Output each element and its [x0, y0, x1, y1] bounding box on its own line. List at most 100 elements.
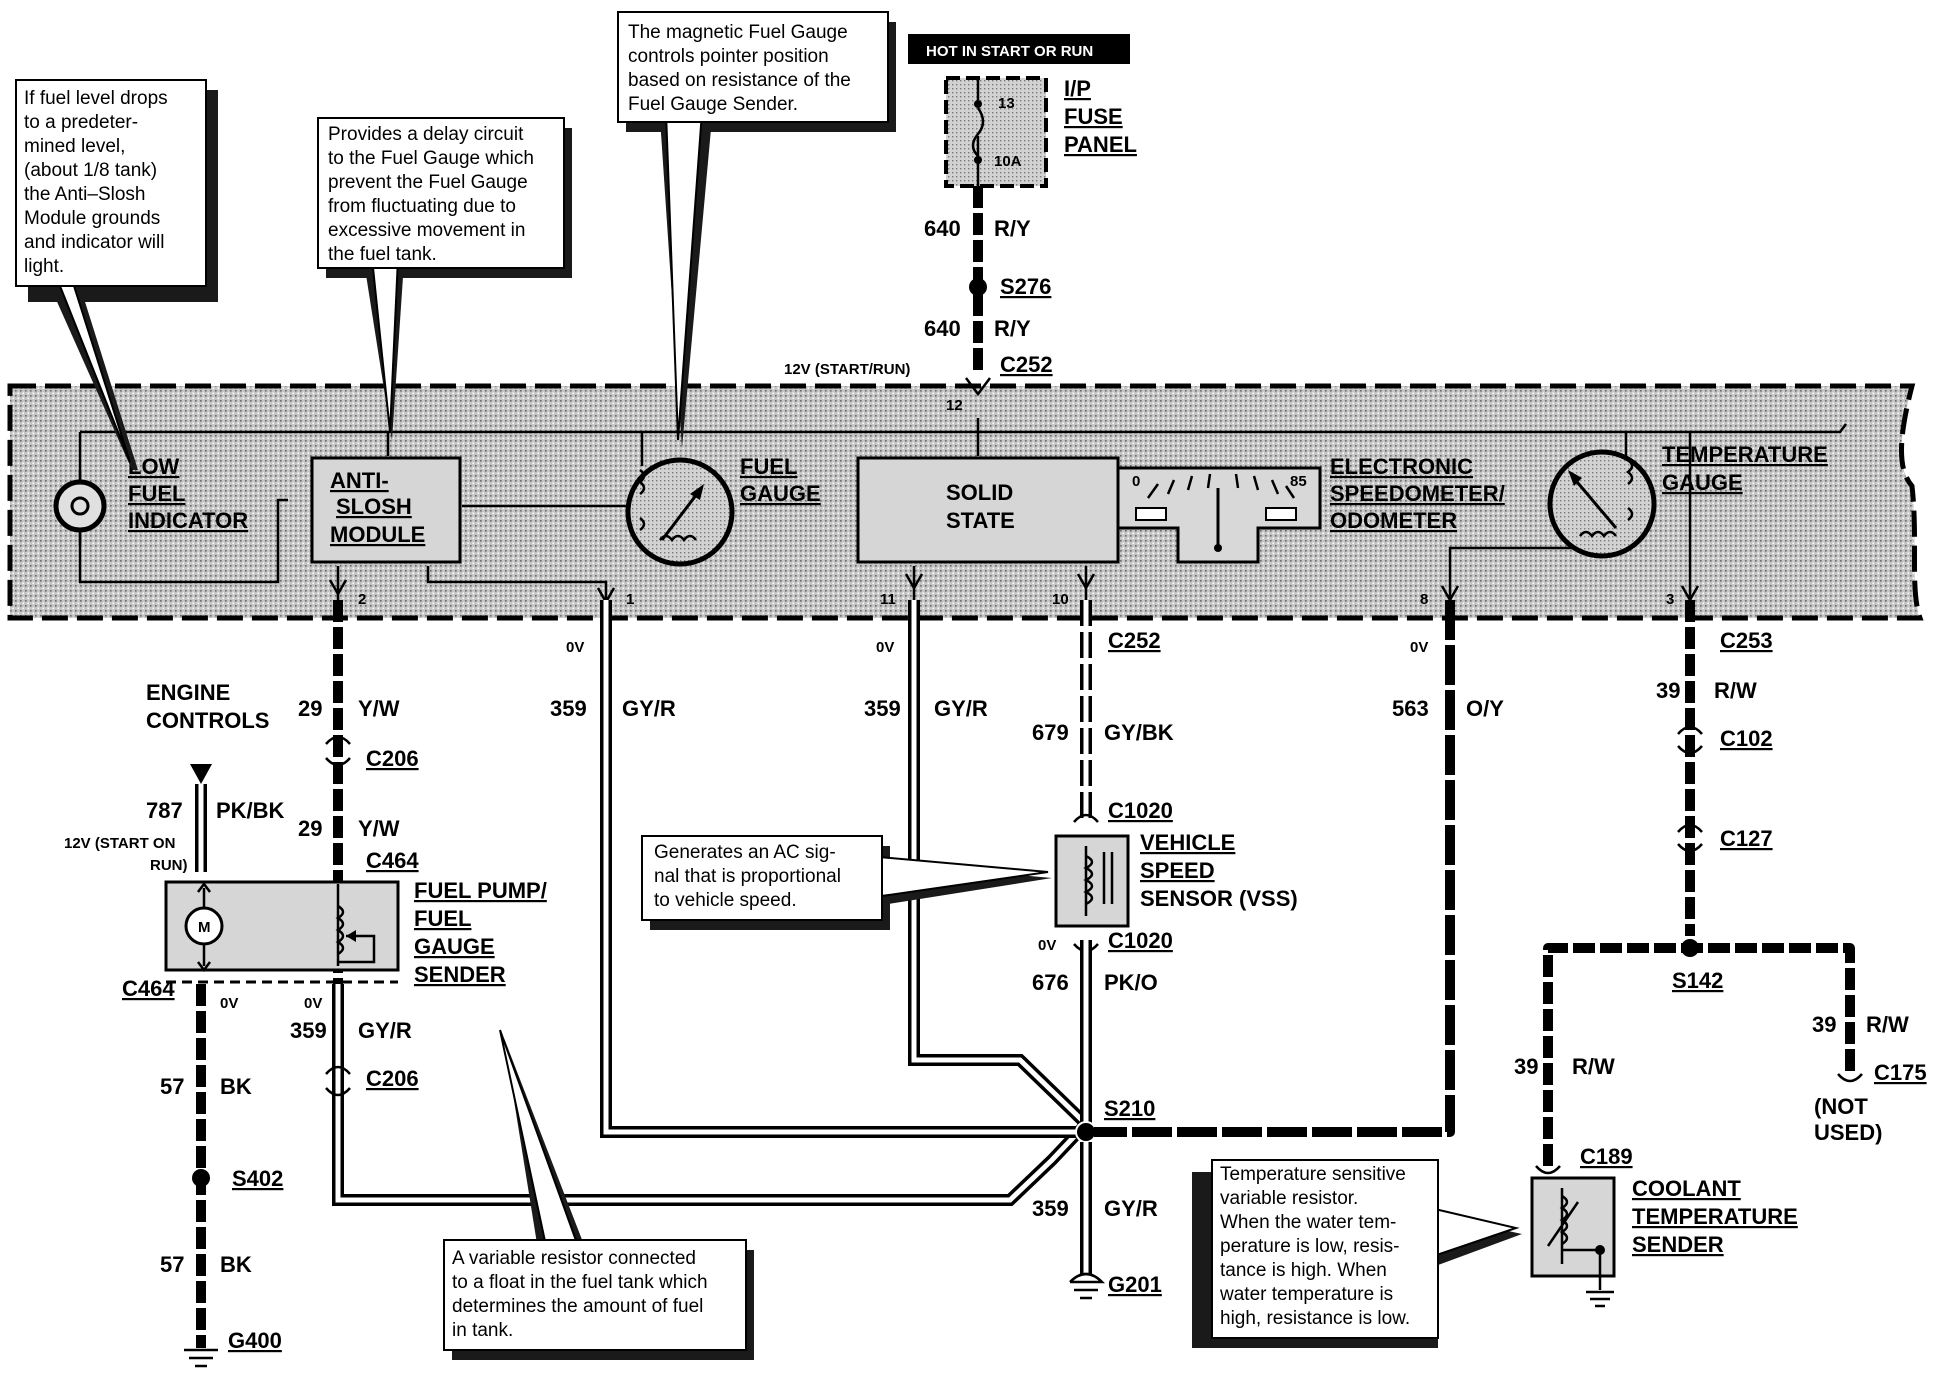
splice-s142-label: S142 — [1672, 968, 1723, 993]
c1020-upper-connector — [1073, 813, 1099, 823]
wire-39-color-main: R/W — [1714, 678, 1757, 703]
wire-57-num-1: 57 — [160, 1074, 184, 1099]
wire-563 — [1094, 600, 1455, 1137]
wire-39-num-c175: 39 — [1812, 1012, 1836, 1037]
pin-3-label: 3 — [1666, 591, 1674, 608]
wire-39-num-sender: 39 — [1514, 1054, 1538, 1079]
note-sender — [443, 1029, 754, 1360]
fuse-terminal-top — [974, 100, 982, 108]
note-low-fuel-line-4: (about 1/8 tank) — [24, 160, 157, 181]
wire-359-pin11-core — [911, 600, 1088, 1126]
engine-controls-arrow — [190, 764, 212, 784]
c206-lower-label: C206 — [366, 1066, 419, 1091]
c206-upper-connector — [325, 735, 351, 767]
c127-label: C127 — [1720, 826, 1773, 851]
engine-controls-label-1: ENGINE — [146, 680, 230, 705]
fuse-terminal-bottom — [974, 156, 982, 164]
fuel-pump-label-3: GAUGE — [414, 934, 495, 959]
note-vss-line-2: nal that is proportional — [654, 866, 841, 887]
note-low-fuel — [15, 79, 218, 470]
wire-359-color-ground: GY/R — [1104, 1196, 1158, 1221]
vss-label-2: SPEED — [1140, 858, 1215, 883]
fuel-pump-label-2: FUEL — [414, 906, 471, 931]
wire-640-color-bottom: R/Y — [994, 316, 1031, 341]
voltage-12v-start-run: 12V (START/RUN) — [784, 361, 910, 378]
solid-state-label-1: SOLID — [946, 480, 1013, 505]
c464-lower-label: C464 — [122, 976, 175, 1001]
note-coolant-line-4: perature is low, resis- — [1220, 1236, 1400, 1257]
note-vss — [641, 835, 1052, 930]
wire-787-num: 787 — [146, 798, 183, 823]
c189-label: C189 — [1580, 1144, 1633, 1169]
splice-s210-label: S210 — [1104, 1096, 1155, 1121]
fuse-element — [971, 107, 985, 157]
vss-label-1: VEHICLE — [1140, 830, 1235, 855]
note-sender-line-2: to a float in the fuel tank which — [452, 1272, 708, 1293]
fuel-gauge-dial — [625, 457, 735, 567]
wire-57-color-2: BK — [220, 1252, 252, 1277]
coolant-sender-node — [1595, 1245, 1605, 1255]
c206-lower-connector — [325, 1065, 351, 1097]
c464-upper-label: C464 — [366, 848, 419, 873]
pin-8-label: 8 — [1420, 591, 1428, 608]
note-fuel-gauge-line-2: controls pointer position — [628, 46, 829, 67]
anti-slosh-label-1: ANTI- — [330, 468, 389, 493]
solid-state-box — [856, 456, 1120, 564]
note-anti-slosh-line-5: excessive movement in — [328, 220, 525, 241]
note-coolant-line-2: variable resistor. — [1220, 1188, 1358, 1209]
note-anti-slosh — [317, 117, 572, 440]
c252-bottom-label: C252 — [1108, 628, 1161, 653]
fuel-pump-label-1: FUEL PUMP/ — [414, 878, 547, 903]
c206-upper-label: C206 — [366, 746, 419, 771]
engine-controls-label-2: CONTROLS — [146, 708, 269, 733]
wire-679-color: GY/BK — [1104, 720, 1174, 745]
speedometer-label-2: SPEEDOMETER/ — [1330, 481, 1505, 506]
c1020-lower-label: C1020 — [1108, 928, 1173, 953]
speedometer-label-3: ODOMETER — [1330, 508, 1457, 533]
pin-11-label: 11 — [880, 591, 896, 608]
note-low-fuel-line-1: If fuel level drops — [24, 88, 168, 109]
note-anti-slosh-line-1: Provides a delay circuit — [328, 124, 524, 145]
wire-359-color-pin1: GY/R — [622, 696, 676, 721]
c102-label: C102 — [1720, 726, 1773, 751]
vss-label-3: SENSOR (VSS) — [1140, 886, 1298, 911]
temperature-gauge-dial — [1547, 449, 1657, 559]
c175-connector — [1837, 1073, 1863, 1083]
zero-v-pin1: 0V — [566, 639, 584, 656]
wire-57-num-2: 57 — [160, 1252, 184, 1277]
coolant-sender-ground — [1586, 1290, 1614, 1308]
splice-s210 — [1075, 1121, 1097, 1143]
wire-29-color-1: Y/W — [358, 696, 400, 721]
note-coolant-line-1: Temperature sensitive — [1220, 1164, 1406, 1185]
zero-v-pin11: 0V — [876, 639, 894, 656]
solid-state-label-2: STATE — [946, 508, 1015, 533]
temperature-gauge-label-2: GAUGE — [1662, 470, 1743, 495]
vss-coil — [1083, 846, 1114, 916]
coolant-sender-resistor — [1546, 1188, 1602, 1290]
speedometer-label-1: ELECTRONIC — [1330, 454, 1473, 479]
note-sender-line-4: in tank. — [452, 1320, 513, 1341]
note-sender-line-3: determines the amount of fuel — [452, 1296, 703, 1317]
wire-359-color-sender: GY/R — [358, 1018, 412, 1043]
fuse-panel-box — [944, 76, 1048, 188]
note-fuel-gauge-line-3: based on resistance of the — [628, 70, 851, 91]
note-anti-slosh-line-3: prevent the Fuel Gauge — [328, 172, 528, 193]
pin-1-label: 1 — [626, 591, 634, 608]
wire-29-num-2: 29 — [298, 816, 322, 841]
low-fuel-indicator-label-2: FUEL — [128, 481, 185, 506]
c175-label: C175 — [1874, 1060, 1927, 1085]
note-low-fuel-line-8: light. — [24, 256, 64, 277]
zero-v-pump-ground: 0V — [220, 995, 238, 1012]
fuse-panel-label-1: I/P — [1064, 76, 1091, 101]
fuse-number: 13 — [998, 95, 1015, 112]
c252-top-connector — [965, 377, 991, 397]
fuel-gauge-label-1: FUEL — [740, 454, 797, 479]
speedo-min-label: 0 — [1132, 473, 1140, 490]
not-used-label-1: (NOT — [1814, 1094, 1868, 1119]
fuse-rating: 10A — [994, 153, 1022, 170]
wire-39-color-sender: R/W — [1572, 1054, 1615, 1079]
c189-connector — [1535, 1165, 1561, 1175]
note-sender-line-1: A variable resistor connected — [452, 1248, 696, 1269]
note-fuel-gauge-line-1: The magnetic Fuel Gauge — [628, 22, 848, 43]
